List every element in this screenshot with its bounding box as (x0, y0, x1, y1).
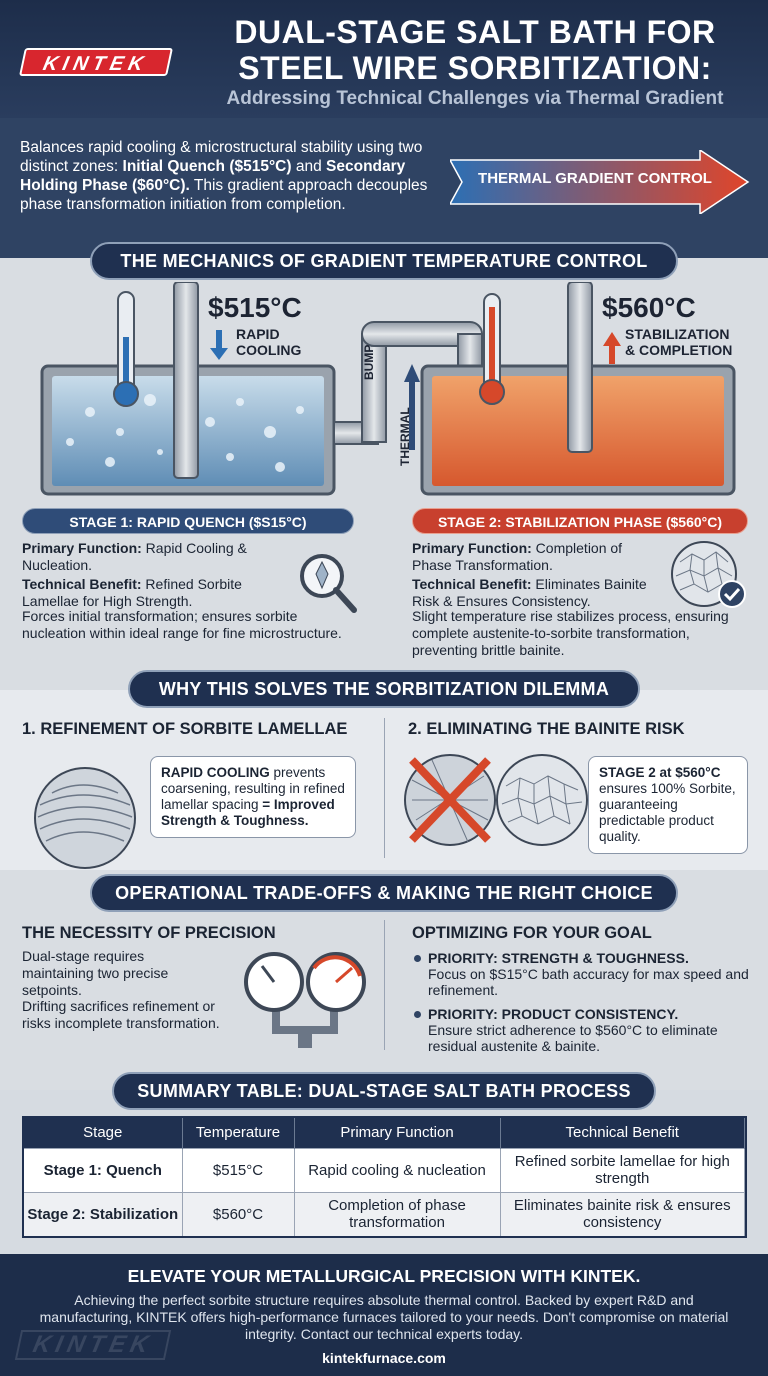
stage2-bar: STAGE 2: STABILIZATION PHASE ($560°C) (412, 508, 748, 534)
why-heading: WHY THIS SOLVES THE SORBITIZATION DILEMM… (128, 670, 640, 708)
list-item: PRIORITY: STRENGTH & TOUGHNESS.Focus on … (412, 950, 752, 998)
list-item: PRIORITY: PRODUCT CONSISTENCY.Ensure str… (412, 1006, 752, 1054)
goal-list: PRIORITY: STRENGTH & TOUGHNESS.Focus on … (412, 950, 752, 1062)
stage2-temperature: $560°C (602, 292, 696, 323)
cold-thermometer-icon (113, 291, 139, 407)
mechanics-heading: THE MECHANICS OF GRADIENT TEMPERATURE CO… (90, 242, 678, 280)
thermal-gradient-arrow-icon (450, 150, 750, 214)
rising-arrow-icon (603, 332, 621, 364)
precision-text-1: Dual-stage requires maintaining two prec… (22, 948, 169, 998)
column-header: Technical Benefit (500, 1118, 745, 1148)
footer-title: ELEVATE YOUR METALLURGICAL PRECISION WIT… (127, 1266, 641, 1286)
column-header: Temperature (182, 1118, 295, 1148)
column-header: Stage (24, 1118, 183, 1148)
refinement-title: 1. REFINEMENT OF SORBITE LAMELLAE (22, 720, 348, 738)
stage2-temp-label: STABILIZATION& COMPLETION (625, 326, 733, 358)
summary-heading: SUMMARY TABLE: DUAL-STAGE SALT BATH PROC… (112, 1072, 656, 1110)
table-row: Stage 1: Quench $515°C Rapid cooling & n… (24, 1147, 745, 1192)
footer-text: Achieving the perfect sorbite structure … (39, 1292, 729, 1342)
bainite-title: 2. ELIMINATING THE BAINITE RISK (408, 720, 685, 738)
stage2-details: Primary Function: Completion of Phase Tr… (412, 540, 647, 609)
precision-text-2: Drifting sacrifices refinement or risks … (22, 998, 220, 1031)
thermal-bump-arrow-icon (404, 364, 420, 450)
pressure-gauges-icon (244, 952, 366, 1048)
hot-thermometer-icon (479, 293, 505, 405)
bainite-comparison-icon (404, 754, 588, 846)
table-row: Stage 2: Stabilization $560°C Completion… (24, 1191, 745, 1236)
salt-bath-diagram (40, 282, 736, 496)
divider (384, 920, 385, 1050)
cooling-arrow-icon (210, 330, 228, 360)
stage1-details: Primary Function: Rapid Cooling & Nuclea… (22, 540, 247, 609)
column-header: Primary Function (294, 1118, 501, 1148)
pipe-label-thermal: THERMAL (398, 407, 412, 466)
divider (384, 718, 385, 858)
arrow-label: THERMAL GRADIENT CONTROL (478, 170, 712, 187)
wire-rod-icon (173, 282, 199, 479)
intro-text: Balances rapid cooling & microstructural… (20, 139, 428, 213)
wire-rod-hot-icon (567, 282, 593, 453)
transfer-pipe-icon (333, 321, 483, 445)
magnifier-crystal-icon (300, 554, 357, 613)
pipe-label-bump: BUMP (362, 344, 376, 380)
stage1-temperature: $515°C (208, 292, 302, 323)
kintek-logo: KINTEK (19, 48, 173, 76)
refinement-callout: RAPID COOLING prevents coarsening, resul… (150, 756, 356, 838)
precision-title: THE NECESSITY OF PRECISION (22, 924, 276, 942)
bainite-callout: STAGE 2 at $560°C ensures 100% Sorbite, … (588, 756, 748, 854)
page-subtitle: Addressing Technical Challenges via Ther… (226, 88, 724, 109)
summary-table: Stage Temperature Primary Function Techn… (22, 1116, 747, 1238)
stage2-description: Slight temperature rise stabilizes proce… (412, 608, 729, 658)
footer (0, 1254, 768, 1376)
grain-check-icon (671, 541, 746, 608)
page-title: DUAL-STAGE SALT BATH FOR STEEL WIRE SORB… (234, 14, 716, 86)
website-link[interactable]: kintekfurnace.com (322, 1350, 446, 1366)
lamellae-icon (34, 767, 136, 869)
stage1-description: Forces initial transformation; ensures s… (22, 608, 342, 641)
table-header-row: Stage Temperature Primary Function Techn… (24, 1118, 745, 1148)
stage1-bar: STAGE 1: RAPID QUENCH ($S15°C) (22, 508, 354, 534)
tradeoffs-heading: OPERATIONAL TRADE-OFFS & MAKING THE RIGH… (90, 874, 678, 912)
optimizing-title: OPTIMIZING FOR YOUR GOAL (412, 924, 652, 942)
